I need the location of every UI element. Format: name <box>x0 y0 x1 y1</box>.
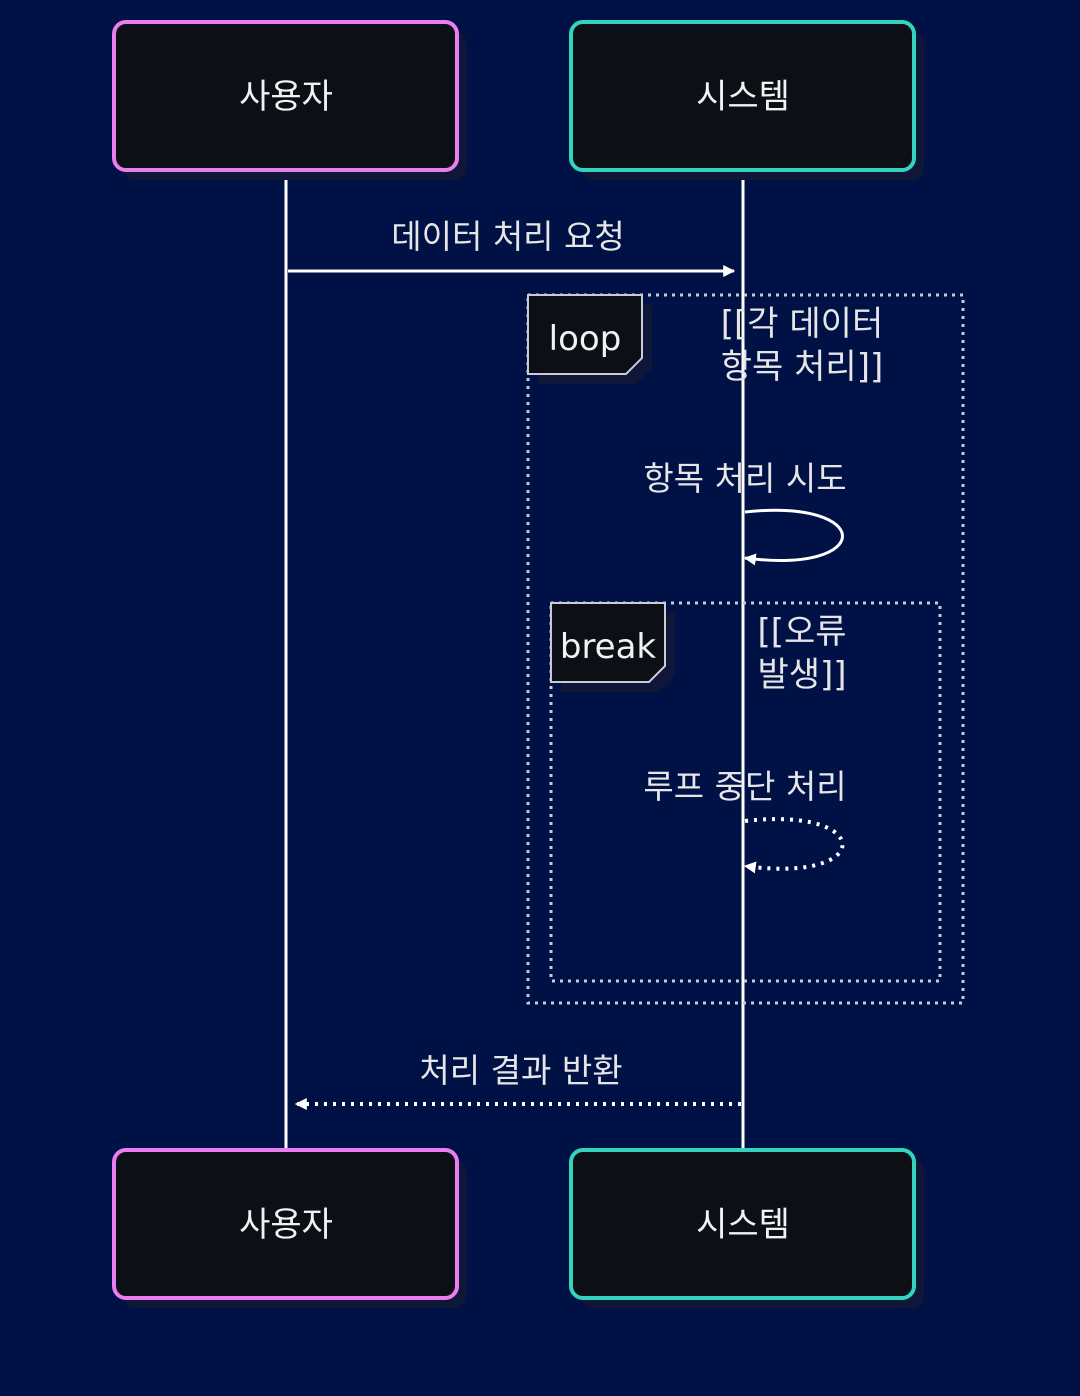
loop-label-box <box>527 294 643 375</box>
message-request-label: 데이터 처리 요청 <box>391 217 625 256</box>
break-label-box <box>550 602 666 683</box>
actor-user-bottom[interactable]: 사용자 <box>112 1148 467 1308</box>
break-condition-line1: [[오류 <box>757 612 846 652</box>
loop-frame: loop [[각 데이터 항목 처리]] <box>526 293 965 1005</box>
message-stop-loop-label: 루프 중단 처리 <box>643 767 846 806</box>
actor-system-top[interactable]: 시스템 <box>569 20 924 180</box>
message-try-item: 항목 처리 시도 <box>643 459 847 566</box>
break-frame: break [[오류 발생]] <box>549 601 942 983</box>
loop-condition-line2: 항목 처리]] <box>721 347 883 387</box>
actor-user-top-label: 사용자 <box>239 77 333 117</box>
message-try-item-label: 항목 처리 시도 <box>643 459 846 498</box>
actor-user-bottom-label: 사용자 <box>239 1205 333 1245</box>
actor-user-top[interactable]: 사용자 <box>112 20 467 180</box>
loop-label: loop <box>549 319 622 359</box>
break-condition-line2: 발생]] <box>757 655 846 695</box>
message-request: 데이터 처리 요청 <box>288 217 736 277</box>
break-label: break <box>560 627 657 667</box>
actor-system-top-label: 시스템 <box>696 77 790 117</box>
loop-condition-line1: [[각 데이터 <box>721 304 883 344</box>
message-try-item-arrow <box>743 508 844 566</box>
break-frame-border <box>549 601 942 983</box>
message-stop-loop-arrow <box>743 817 845 874</box>
message-result-label: 처리 결과 반환 <box>419 1051 622 1090</box>
loop-frame-border <box>526 293 965 1005</box>
message-result: 처리 결과 반환 <box>294 1051 741 1110</box>
actor-system-bottom[interactable]: 시스템 <box>569 1148 924 1308</box>
message-stop-loop: 루프 중단 처리 <box>643 767 847 874</box>
actor-system-bottom-label: 시스템 <box>696 1205 790 1245</box>
